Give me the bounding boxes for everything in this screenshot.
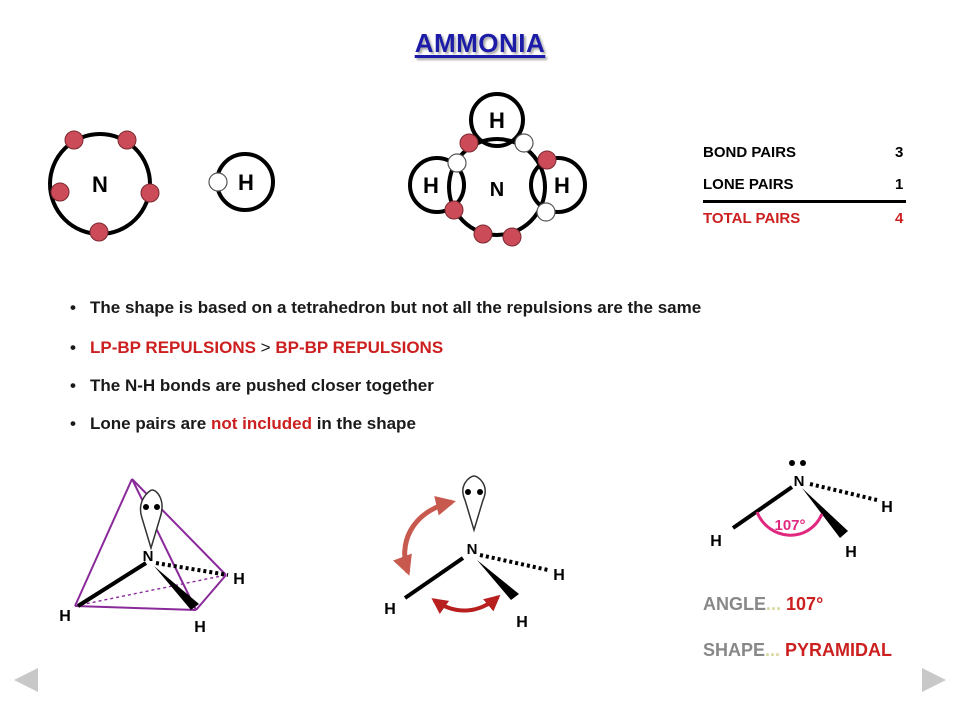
hydrogen-symbol: H [238,170,254,195]
electron [89,222,109,242]
electron [536,202,556,222]
hydrogen-symbol: H [516,614,528,631]
hydrogen-symbol: H [845,544,857,561]
electron [64,130,84,150]
hydrogen-symbol: H [59,608,71,625]
nitrogen-symbol: N [143,548,154,565]
nitrogen-symbol: N [794,473,805,490]
table-row-value: 3 [895,144,904,161]
electron [140,183,160,203]
page-title: AMMONIA [414,28,546,58]
hydrogen-symbol: H [489,108,505,133]
table-row: TOTAL PAIRS 4 [703,210,903,227]
hydrogen-symbol: H [194,619,206,636]
electron [537,150,557,170]
hydrogen-symbol: H [881,499,893,516]
bp-bp-repulsion-arrow [431,594,501,614]
hydrogen-symbol: H [423,173,439,198]
table-divider [703,200,906,203]
tetrahedron-diagram: N H H H [59,478,245,636]
electron [117,130,137,150]
bond-angle-label: 107° [774,517,805,534]
repulsion-diagram: N H H H [384,475,565,631]
electron [444,200,464,220]
table-row-label: TOTAL PAIRS [703,210,801,227]
angle-result: ANGLE... 107° [703,594,824,614]
table-row-value: 4 [895,210,904,227]
lp-bp-repulsion-arrow [393,495,456,576]
table-row-label: BOND PAIRS [703,144,797,161]
table-row: BOND PAIRS 3 [703,144,903,161]
pyramidal-angle-diagram: 107° N H H H [710,460,893,561]
electron [50,182,70,202]
hydrogen-symbol: H [553,567,565,584]
electron [514,133,534,153]
nitrogen-symbol: N [490,179,504,201]
nitrogen-atom-diagram: N [48,130,160,242]
table-row-value: 1 [895,176,904,193]
triangle-right-icon[interactable] [922,668,946,692]
nitrogen-symbol: N [467,541,478,558]
table-row: LONE PAIRS 1 [703,176,903,193]
shape-result: SHAPE... PYRAMIDAL [703,640,893,660]
electron [473,224,493,244]
lone-pair-lobe [462,475,486,533]
electron [502,227,522,247]
hydrogen-symbol: H [710,533,722,550]
bond-angle-arc [755,511,824,537]
nitrogen-symbol: N [92,172,108,197]
hydrogen-atom-diagram: H [208,152,275,212]
table-row-label: LONE PAIRS [703,176,794,193]
triangle-left-icon[interactable] [14,668,38,692]
hydrogen-symbol: H [233,571,245,588]
electron [447,153,467,173]
lone-pair-lobe [139,489,163,551]
electron [459,133,479,153]
hydrogen-symbol: H [384,601,396,618]
hydrogen-symbol: H [554,173,570,198]
electron [208,172,228,192]
ammonia-bonding-diagram: H H H N [408,92,587,247]
